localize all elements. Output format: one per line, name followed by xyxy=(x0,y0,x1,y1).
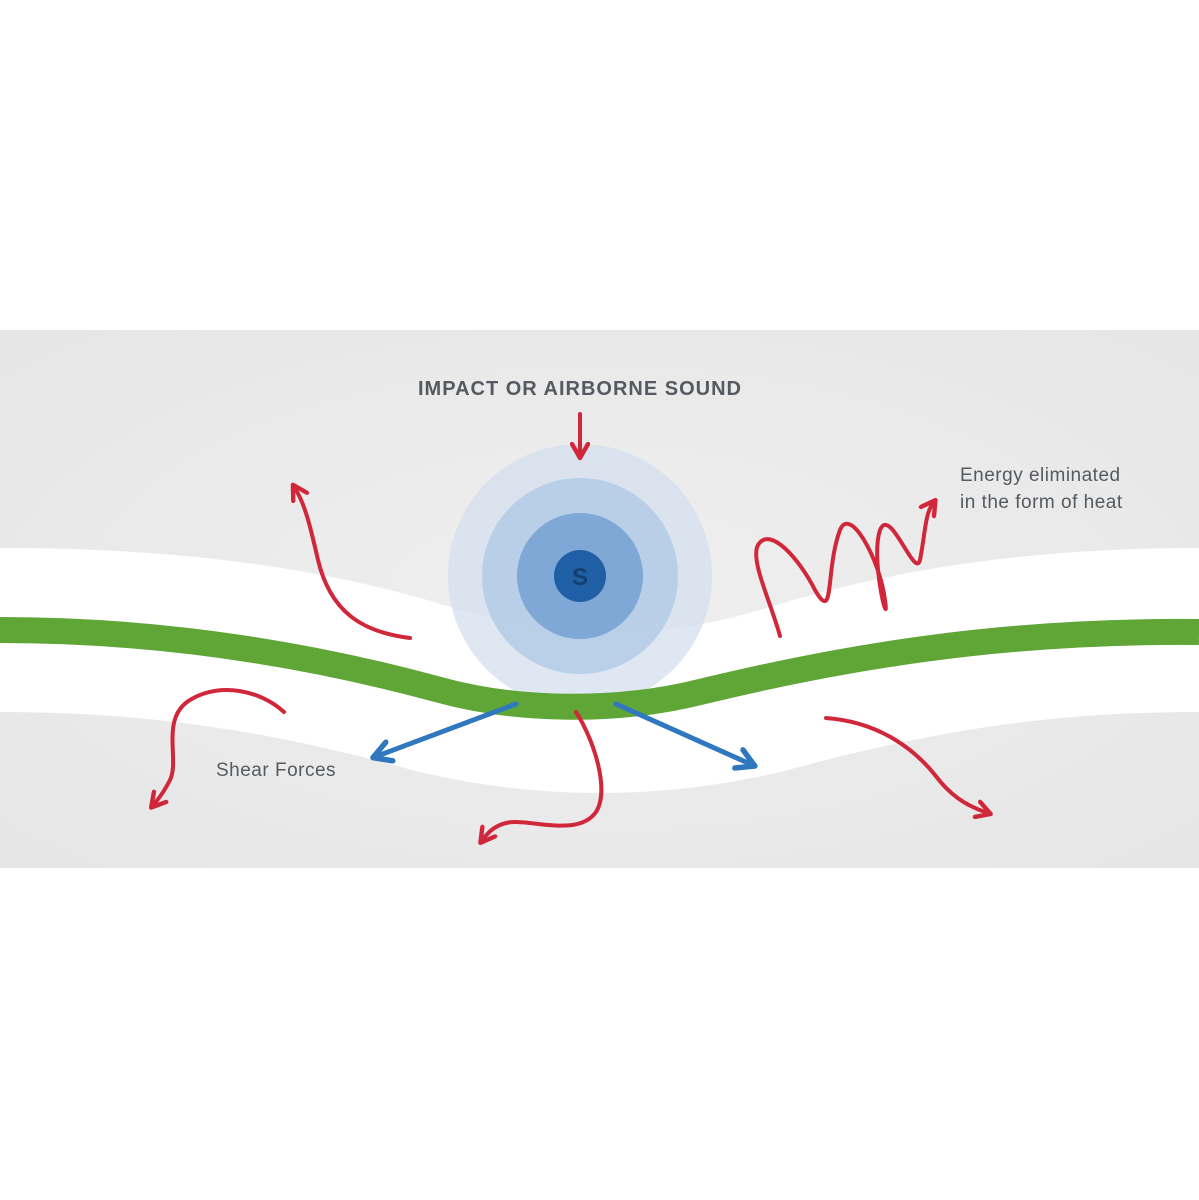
sound-source-icon xyxy=(448,444,712,708)
source-label: S xyxy=(572,564,588,591)
impact-label: IMPACT OR AIRBORNE SOUND xyxy=(418,378,742,400)
energy-label-line1: Energy eliminated xyxy=(960,465,1121,486)
heat-arrow-icon xyxy=(824,716,985,812)
heat-arrow-icon xyxy=(484,710,604,838)
heat-arrow-icon xyxy=(296,490,412,640)
shear-arrow-icon xyxy=(380,701,519,755)
heat-arrow-icon xyxy=(155,688,286,803)
shear-arrows xyxy=(380,701,748,763)
heat-arrow-icon xyxy=(754,505,932,638)
shear-arrow-icon xyxy=(613,701,748,763)
damping-membrane xyxy=(0,617,1199,720)
heat-arrows xyxy=(155,490,985,838)
shear-label: Shear Forces xyxy=(216,760,336,781)
energy-label-line2: in the form of heat xyxy=(960,492,1123,513)
